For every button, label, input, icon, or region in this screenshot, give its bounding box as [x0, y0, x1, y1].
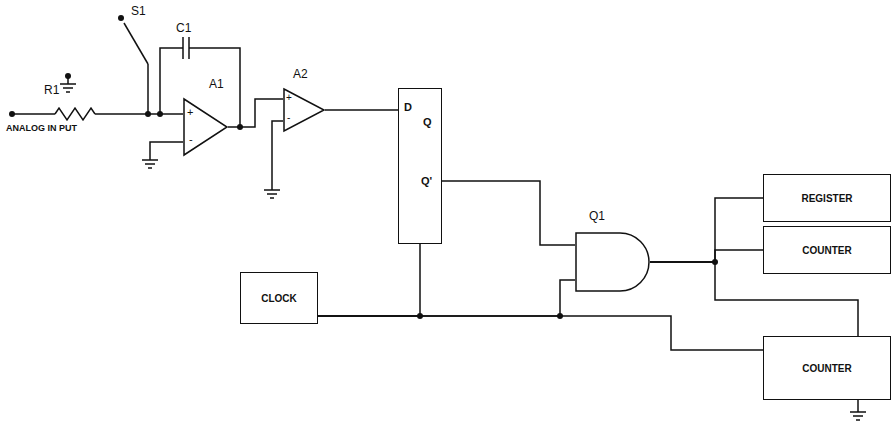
part-name: R1 [44, 84, 59, 97]
pin-sign: - [189, 133, 193, 145]
and-gate: Q1 [575, 232, 650, 292]
signal-name: ANALOG IN PUT [6, 124, 77, 134]
switch-contact [118, 15, 124, 21]
wire [228, 99, 283, 127]
wire [95, 113, 183, 115]
wire [160, 48, 183, 114]
ground-line [60, 83, 76, 85]
flip-flop: DQ Q' [398, 88, 442, 244]
pin-sign: + [286, 92, 292, 103]
pin-sign: - [287, 112, 290, 123]
wire [318, 280, 575, 316]
wire [150, 142, 183, 160]
wire [67, 76, 69, 84]
outline [284, 89, 324, 131]
ground-line [270, 197, 274, 199]
box-label: COUNTER [802, 363, 851, 374]
wire [318, 316, 763, 350]
counter-box: COUNTER [763, 336, 891, 400]
wire [650, 198, 763, 262]
wire [650, 250, 763, 262]
ground-line [856, 419, 860, 421]
wire [442, 181, 575, 245]
part-name: C1 [176, 22, 191, 35]
part-name: A1 [209, 78, 224, 91]
wire [325, 109, 398, 111]
ground-symbol [142, 160, 158, 168]
pin-name: D [404, 101, 412, 113]
wire [318, 244, 420, 316]
part-name: Q1 [589, 210, 605, 223]
wire [272, 121, 283, 190]
switch-blade [124, 23, 148, 64]
wire [147, 64, 149, 114]
ground-line [267, 193, 277, 195]
and-gate-outline [575, 232, 650, 292]
part-name: A2 [293, 68, 308, 81]
ground-line [850, 411, 866, 413]
connectors [228, 99, 858, 350]
ground-line [145, 163, 155, 165]
outline [184, 99, 227, 155]
ground-line [853, 415, 863, 417]
pin-name: Q [423, 116, 432, 128]
ground-line [148, 167, 152, 169]
clock-box: CLOCK [240, 272, 318, 324]
outline [576, 233, 649, 291]
ground-symbol [850, 400, 866, 420]
counter-box: COUNTER [763, 226, 891, 274]
wire [857, 400, 859, 412]
pin-name: Q' [421, 175, 432, 187]
ground-line [63, 87, 73, 89]
wire [12, 113, 55, 115]
resistor-symbol [55, 108, 95, 120]
ground-line [264, 189, 280, 191]
pin-sign: + [187, 106, 193, 118]
capacitor-plate [182, 37, 184, 59]
box-label: COUNTER [802, 245, 851, 256]
box-label: REGISTER [801, 193, 852, 204]
ground-symbol [264, 190, 280, 198]
box-label: CLOCK [261, 293, 297, 304]
ground-symbol [60, 76, 76, 92]
ground-line [66, 91, 70, 93]
ground-line [142, 159, 158, 161]
part-name: S1 [131, 5, 146, 18]
register-box: REGISTER [763, 174, 891, 222]
